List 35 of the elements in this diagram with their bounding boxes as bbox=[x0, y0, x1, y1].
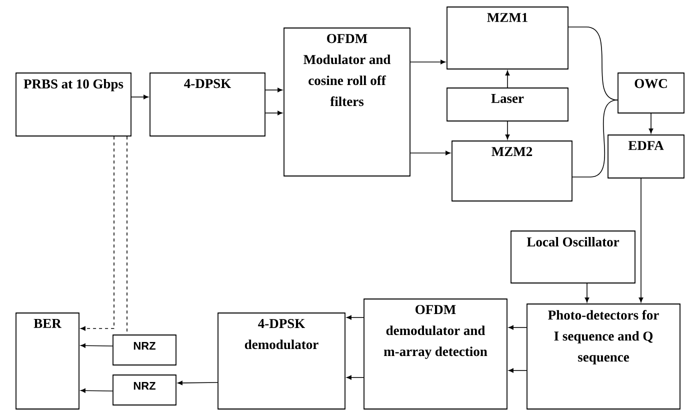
block-box: NRZ bbox=[112, 334, 176, 366]
block-box: EDFA bbox=[608, 134, 684, 178]
arrow bbox=[638, 178, 644, 302]
block-box: MZM1 bbox=[446, 6, 568, 70]
block-box: Photo-detectors for I sequence and Q sequence bbox=[526, 304, 680, 410]
arrow bbox=[584, 283, 590, 302]
arrow bbox=[410, 60, 446, 64]
block-box: Local Oscillator bbox=[510, 230, 636, 284]
arrow bbox=[508, 325, 527, 330]
arrow bbox=[80, 388, 113, 393]
arrow bbox=[505, 70, 510, 88]
arrow bbox=[648, 113, 654, 134]
arrow bbox=[178, 380, 218, 386]
connector-line bbox=[568, 26, 618, 100]
arrow bbox=[265, 110, 282, 116]
block-box: PRBS at 10 Gbps bbox=[16, 72, 132, 136]
connector-line bbox=[572, 100, 618, 178]
block-box: BER bbox=[16, 312, 80, 410]
arrow bbox=[265, 88, 282, 92]
arrow bbox=[80, 136, 114, 331]
arrow bbox=[410, 150, 450, 156]
block-box: 4-DPSK demodulator bbox=[218, 312, 346, 410]
arrow bbox=[505, 121, 510, 140]
block-box: OFDM Modulator and cosine roll off filters bbox=[284, 28, 410, 176]
arrow bbox=[346, 375, 364, 380]
arrow bbox=[508, 368, 527, 373]
arrow bbox=[80, 343, 113, 348]
block-box: OFDM demodulator and m-array detection bbox=[364, 298, 508, 410]
block-box: NRZ bbox=[112, 374, 176, 406]
arrow bbox=[131, 94, 148, 100]
block-box: MZM2 bbox=[452, 140, 572, 202]
block-box: 4-DPSK bbox=[150, 72, 266, 136]
block-box: OWC bbox=[618, 72, 684, 114]
block-box: Laser bbox=[446, 88, 568, 122]
arrow bbox=[346, 315, 364, 320]
